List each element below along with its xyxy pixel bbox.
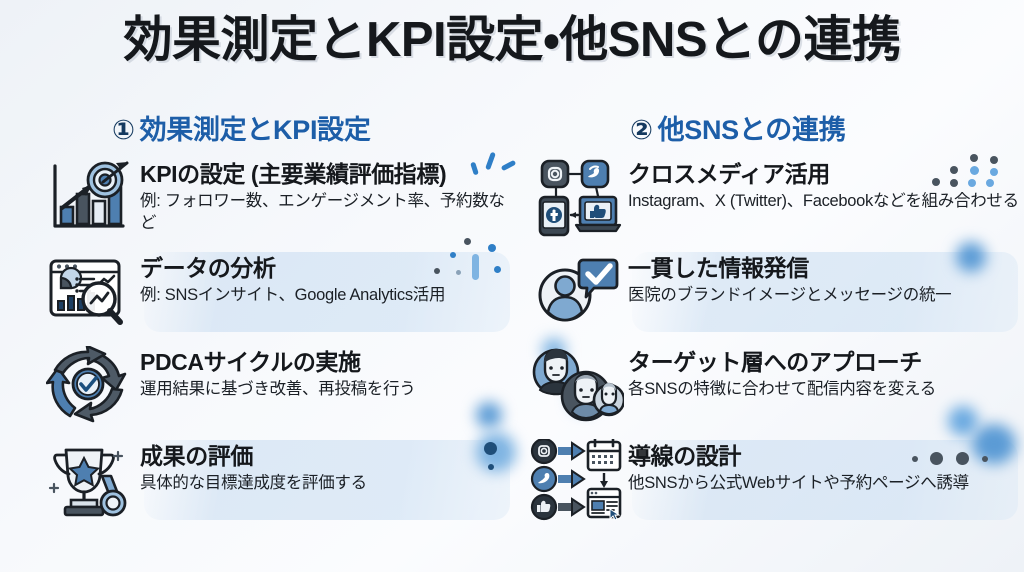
social-network-devices-icon — [524, 156, 628, 240]
target-audience-people-icon — [524, 344, 628, 428]
item-title: KPIの設定 (主要業績評価指標) — [140, 161, 447, 187]
item-highlight — [632, 252, 1018, 332]
list-item: 一貫した情報発信 医院のブランドイメージとメッセージの統一 — [524, 242, 1024, 336]
item-text: クロスメディア活用 Instagram、X (Twitter)、Facebook… — [628, 156, 1024, 213]
list-item: ターゲット層へのアプローチ 各SNSの特徴に合わせて配信内容を変える — [524, 338, 1024, 436]
decor-glow-dot — [476, 402, 502, 428]
item-title: 成果の評価 — [140, 443, 254, 469]
item-title: 一貫した情報発信 — [628, 255, 809, 281]
item-title: ターゲット層へのアプローチ — [628, 349, 922, 375]
item-description: 例: SNSインサイト、Google Analytics活用 — [140, 286, 446, 305]
item-highlight — [144, 440, 510, 520]
item-text: ターゲット層へのアプローチ 各SNSの特徴に合わせて配信内容を変える — [628, 344, 1024, 401]
item-title: クロスメディア活用 — [628, 161, 830, 187]
column-number-right: ② — [630, 115, 653, 145]
decor-glow-dot — [948, 406, 978, 436]
page-title: 効果測定とKPI設定・他SNSとの連携 — [123, 13, 901, 67]
column-number-left: ① — [112, 115, 135, 145]
column-header-left-label: 効果測定とKPI設定 — [139, 115, 371, 145]
item-description: 他SNSから公式Webサイトや予約ページへ誘導 — [628, 474, 969, 493]
item-text: KPIの設定 (主要業績評価指標) 例: フォロワー数、エンゲージメント率、予約… — [140, 156, 516, 235]
item-description: 例: フォロワー数、エンゲージメント率、予約数など — [140, 192, 505, 232]
analytics-dashboard-magnifier-icon — [36, 250, 140, 334]
bar-chart-target-icon — [36, 156, 140, 240]
item-text: 導線の設計 他SNSから公式Webサイトや予約ページへ誘導 — [628, 438, 1024, 495]
item-text: 成果の評価 具体的な目標達成度を評価する — [140, 438, 516, 495]
list-item: 成果の評価 具体的な目標達成度を評価する — [36, 432, 516, 524]
item-text: 一貫した情報発信 医院のブランドイメージとメッセージの統一 — [628, 250, 1024, 307]
social-to-website-funnel-icon — [524, 438, 628, 522]
item-title: PDCAサイクルの実施 — [140, 349, 361, 375]
item-highlight — [144, 252, 510, 332]
list-item: PDCAサイクルの実施 運用結果に基づき改善、再投稿を行う — [36, 344, 516, 430]
item-description: 具体的な目標達成度を評価する — [140, 474, 367, 493]
list-item: データの分析 例: SNSインサイト、Google Analytics活用 — [36, 238, 516, 336]
item-text: PDCAサイクルの実施 運用結果に基づき改善、再投稿を行う — [140, 344, 516, 401]
list-item: クロスメディア活用 Instagram、X (Twitter)、Facebook… — [524, 154, 1024, 242]
avatar-check-bubble-icon — [524, 250, 628, 334]
column-right: クロスメディア活用 Instagram、X (Twitter)、Facebook… — [524, 154, 1024, 532]
list-item: 導線の設計 他SNSから公式Webサイトや予約ページへ誘導 — [524, 424, 1024, 524]
item-description: Instagram、X (Twitter)、Facebookなどを組み合わせる — [628, 192, 1019, 211]
item-description: 運用結果に基づき改善、再投稿を行う — [140, 380, 416, 399]
item-text: データの分析 例: SNSインサイト、Google Analytics活用 — [140, 250, 516, 307]
item-title: 導線の設計 — [628, 443, 742, 469]
item-highlight — [632, 440, 1018, 520]
column-header-right-label: 他SNSとの連携 — [657, 115, 846, 145]
item-description: 医院のブランドイメージとメッセージの統一 — [628, 286, 952, 305]
pdca-cycle-check-icon — [36, 344, 140, 428]
column-left: KPIの設定 (主要業績評価指標) 例: フォロワー数、エンゲージメント率、予約… — [36, 151, 517, 532]
item-description: 各SNSの特徴に合わせて配信内容を変える — [628, 380, 936, 399]
list-item: KPIの設定 (主要業績評価指標) 例: フォロワー数、エンゲージメント率、予約… — [36, 151, 517, 242]
trophy-medal-icon — [36, 438, 140, 522]
item-title: データの分析 — [140, 255, 276, 281]
